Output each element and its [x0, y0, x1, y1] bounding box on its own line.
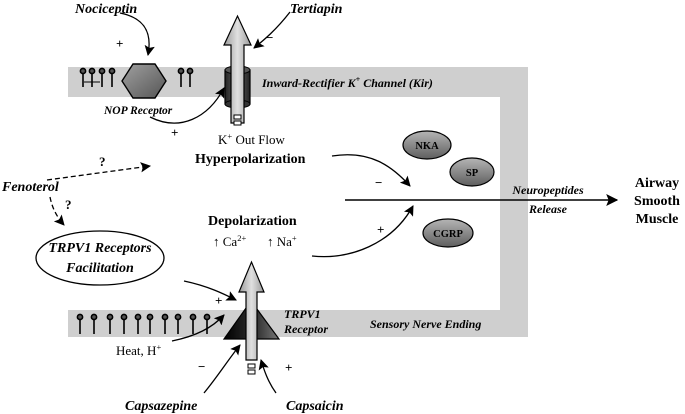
na-ion-label: ↑ Na+	[267, 233, 297, 249]
airway-line1: Airway	[635, 176, 679, 191]
capsazepine-minus-sign: −	[198, 359, 205, 374]
neuropeptides-line2: Release	[528, 202, 568, 216]
airway-line3: Muscle	[636, 212, 679, 227]
tertiapin-label: Tertiapin	[290, 2, 343, 17]
sp-label: SP	[466, 168, 479, 179]
hyper-minus-sign: −	[375, 175, 382, 190]
arrow-depol-to-peptides	[311, 205, 414, 258]
heat-label: Heat, H+	[116, 342, 161, 358]
kir-outflow-arrow	[223, 14, 252, 124]
trpv1-receptor	[222, 260, 281, 375]
depol-plus-sign: +	[377, 222, 384, 237]
arrow-fenoterol-to-facil	[49, 196, 65, 226]
lipid-pins-bottom	[76, 313, 211, 334]
trpv1-facilitation-line2: Facilitation	[65, 261, 134, 276]
ca-ion-label: ↑ Ca2+	[213, 233, 246, 249]
capsaicin-plus-sign: +	[285, 360, 292, 375]
arrow-heat-to-trpv1	[171, 314, 225, 342]
arrow-fenoterol-to-hyper	[46, 162, 152, 181]
trpv1-receptor-line2: Receptor	[283, 322, 328, 336]
airway-line2: Smooth	[634, 194, 680, 209]
arrow-hyper-to-peptides	[331, 154, 411, 187]
kir-channel	[223, 14, 252, 126]
question-mark-lower: ?	[65, 197, 72, 212]
hyperpolarization-label: Hyperpolarization	[195, 152, 306, 167]
trpv1-facilitation-oval	[35, 230, 165, 286]
nop-receptor-label: NOP Receptor	[103, 105, 173, 117]
lipid-pins-top	[79, 67, 194, 87]
capsaicin-label: Capsaicin	[286, 399, 344, 414]
membrane-right	[500, 67, 528, 337]
trpv1-receptor-line1: TRPV1	[284, 307, 321, 321]
nka-ellipse	[402, 130, 452, 160]
nka-label: NKA	[415, 141, 439, 152]
depolarization-label: Depolarization	[208, 214, 297, 229]
capsazepine-label: Capsazepine	[125, 399, 197, 414]
arrow-capsazepine-to-trpv1	[203, 344, 241, 394]
sensory-nerve-ending-label: Sensory Nerve Ending	[370, 317, 481, 331]
nociceptin-plus-sign: +	[116, 36, 123, 51]
arrow-tertiapin-to-kir	[253, 11, 291, 49]
arrows	[46, 11, 619, 394]
nop-plus-sign: +	[171, 125, 178, 140]
nerve-membrane	[68, 67, 528, 337]
sp-ellipse	[449, 157, 495, 187]
fenoterol-label: Fenoterol	[1, 180, 59, 195]
trpv1-facilitation-line1: TRPV1 Receptors	[48, 241, 152, 256]
arrow-facil-to-trpv1	[183, 280, 237, 301]
kir-channel-label: Inward-Rectifier K+ Channel (Kir)	[261, 75, 433, 90]
facil-plus-sign: +	[215, 293, 222, 308]
arrow-nociceptin-to-nop	[119, 12, 155, 57]
cgrp-label: CGRP	[433, 229, 463, 240]
trpv1-influx-arrow	[238, 260, 265, 361]
cgrp-ellipse	[422, 218, 474, 248]
arrow-nop-to-kir	[149, 87, 225, 124]
membrane-bottom	[68, 310, 528, 337]
neuropeptides-line1: Neuropeptides	[511, 183, 584, 197]
question-mark-upper: ?	[99, 154, 106, 169]
peptides	[402, 130, 495, 248]
arrow-capsaicin-to-trpv1	[258, 359, 277, 394]
nociceptin-label: Nociceptin	[74, 2, 137, 17]
nop-receptor-hexagon	[121, 63, 167, 99]
k-outflow-label: K+ Out Flow	[218, 131, 286, 147]
tertiapin-minus-sign: −	[266, 30, 273, 45]
